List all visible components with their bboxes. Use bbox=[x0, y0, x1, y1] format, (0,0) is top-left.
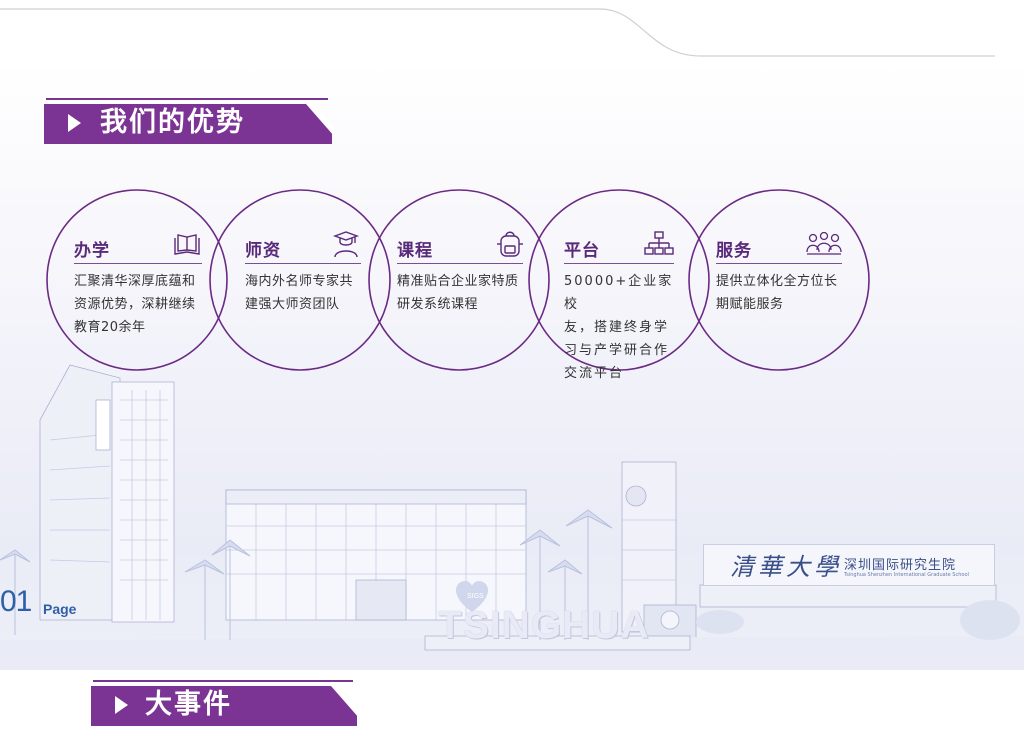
sign-english-name: Tsinghua Shenzhen International Graduate… bbox=[844, 572, 969, 578]
graduate-icon bbox=[332, 231, 360, 258]
description-line: 汇聚清华深厚底蕴和 bbox=[74, 274, 196, 289]
campus-sign: 清華大學 深圳国际研究生院 Tsinghua Shenzhen Internat… bbox=[703, 544, 995, 586]
page-number: 01 bbox=[0, 585, 32, 618]
advantage-description: 海内外名师专家共 建强大师资团队 bbox=[245, 270, 353, 316]
description-line: 习与产学研合作 bbox=[564, 343, 670, 358]
description-line: 友，搭建终身学 bbox=[564, 320, 670, 335]
advantage-title: 师资 bbox=[245, 241, 281, 261]
book-icon bbox=[174, 234, 200, 255]
advantage-title: 办学 bbox=[74, 241, 110, 261]
section-title: 我们的优势 bbox=[100, 107, 245, 138]
divider bbox=[564, 263, 674, 264]
advantage-title: 课程 bbox=[397, 241, 433, 261]
sign-calligraphy: 清華大學 bbox=[730, 553, 842, 581]
tsinghua-monument-text: TSINGHUA bbox=[438, 604, 650, 647]
divider bbox=[245, 263, 361, 264]
banner-shape bbox=[44, 98, 334, 144]
play-arrow-icon bbox=[68, 114, 81, 132]
description-line: 期赋能服务 bbox=[716, 297, 784, 312]
description-line: 提供立体化全方位长 bbox=[716, 274, 838, 289]
description-line: 交流平台 bbox=[564, 366, 625, 381]
heart-icon bbox=[456, 581, 488, 612]
section-banner-events: 大事件 bbox=[89, 678, 359, 726]
divider bbox=[74, 263, 202, 264]
sign-institution-name: 深圳国际研究生院 bbox=[844, 558, 957, 573]
heart-label: SIGS bbox=[467, 593, 484, 600]
top-decorative-curve bbox=[0, 8, 995, 57]
description-line: 建强大师资团队 bbox=[245, 297, 340, 312]
page-label: Page bbox=[43, 601, 77, 617]
section-title: 大事件 bbox=[145, 689, 232, 720]
description-line: 精准贴合企业家特质 bbox=[397, 274, 519, 289]
section-banner-advantages: 我们的优势 bbox=[42, 96, 334, 144]
advantage-description: 汇聚清华深厚底蕴和 资源优势，深耕继续 教育20余年 bbox=[74, 270, 196, 339]
backpack-icon bbox=[497, 231, 523, 257]
description-line: 资源优势，深耕继续 bbox=[74, 297, 196, 312]
divider bbox=[716, 263, 842, 264]
description-line: 教育20余年 bbox=[74, 320, 146, 335]
advantage-title: 服务 bbox=[716, 241, 752, 261]
advantage-title: 平台 bbox=[564, 241, 600, 261]
divider bbox=[397, 263, 523, 264]
team-icon bbox=[806, 231, 842, 255]
description-line: 50000+企业家校 bbox=[564, 274, 674, 312]
description-line: 研发系统课程 bbox=[397, 297, 479, 312]
advantage-circles bbox=[46, 189, 870, 371]
advantage-description: 精准贴合企业家特质 研发系统课程 bbox=[397, 270, 519, 316]
advantage-description: 提供立体化全方位长 期赋能服务 bbox=[716, 270, 838, 316]
description-line: 海内外名师专家共 bbox=[245, 274, 354, 289]
banner-shape bbox=[91, 680, 359, 726]
network-icon bbox=[644, 231, 674, 255]
advantage-description: 50000+企业家校 友，搭建终身学 习与产学研合作 交流平台 bbox=[564, 270, 676, 385]
play-arrow-icon bbox=[115, 696, 128, 714]
